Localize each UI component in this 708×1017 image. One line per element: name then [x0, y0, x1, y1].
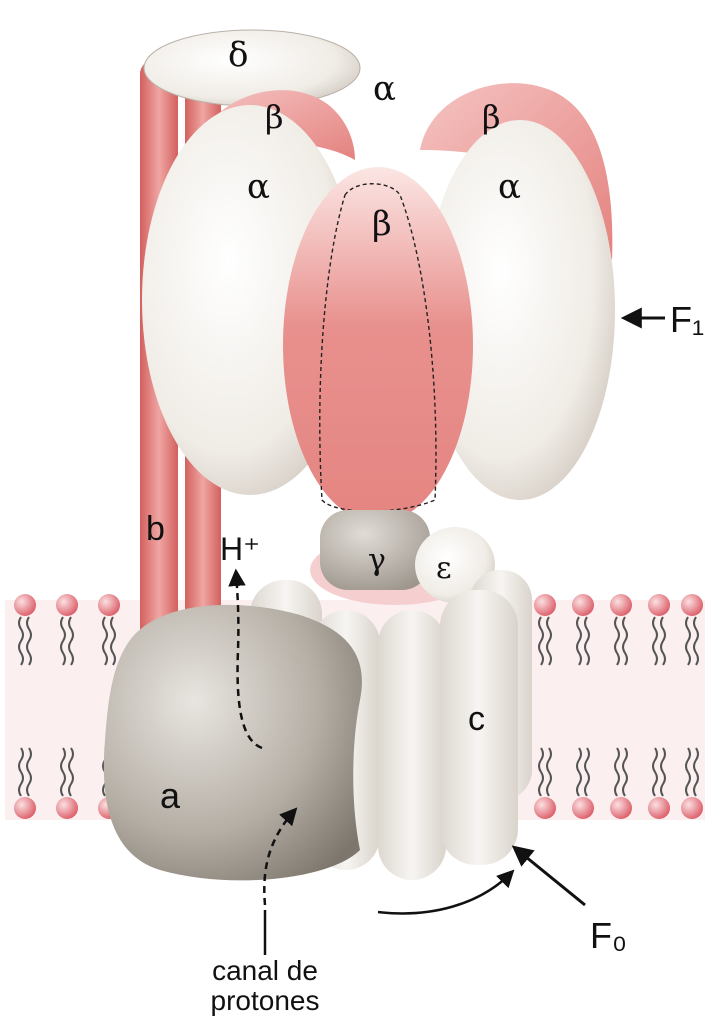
subunit-a	[104, 605, 362, 881]
label-b: b	[146, 510, 165, 548]
alpha-beta-hexamer	[142, 83, 615, 523]
c-cylinder-2	[378, 610, 446, 880]
label-gamma: γ	[368, 543, 386, 578]
label-a: a	[160, 775, 181, 816]
label-alpha-left: α	[247, 167, 270, 207]
label-alpha-back: α	[373, 69, 396, 109]
central-stalk	[310, 510, 495, 605]
label-beta-back-right: β	[482, 98, 501, 136]
label-epsilon: ε	[436, 551, 452, 586]
label-canal-line2: protones	[211, 985, 320, 1016]
label-beta-back-left: β	[265, 98, 284, 136]
f0-pointer-arrow	[515, 848, 585, 905]
label-h-plus: H⁺	[220, 531, 260, 567]
label-f0: F₀	[590, 915, 627, 956]
label-canal-line1: canal de	[212, 955, 318, 986]
subunit-delta	[144, 30, 360, 106]
label-f1: F₁	[670, 299, 704, 340]
label-beta-front: β	[372, 204, 392, 244]
label-alpha-right: α	[498, 167, 521, 207]
rotation-arrow	[378, 872, 512, 913]
label-delta: δ	[228, 35, 248, 75]
label-c: c	[468, 700, 485, 738]
